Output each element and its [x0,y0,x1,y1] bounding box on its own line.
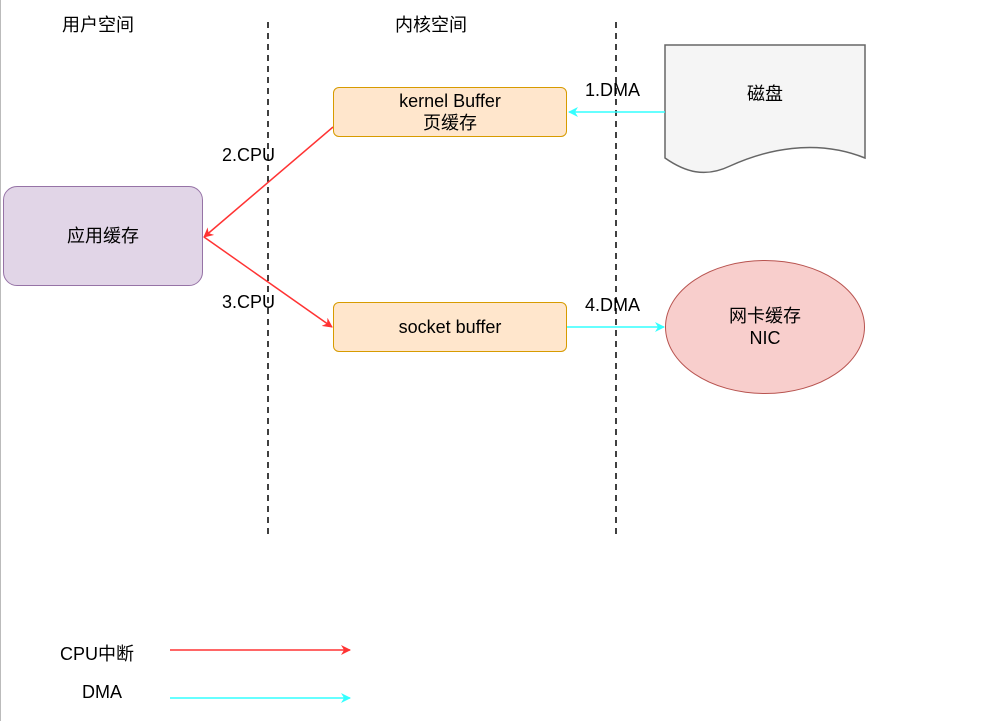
step1-label: 1.DMA [585,80,641,100]
kernel-buffer-node: kernel Buffer 页缓存 [333,87,567,137]
cpu-arrow-app-to-socket [203,236,333,328]
nic-subtitle: NIC [749,328,781,348]
step4-label: 4.DMA [585,295,641,315]
user-space-label: 用户空间 [62,15,134,35]
kernel-buffer-subtitle: 页缓存 [423,113,477,133]
kernel-buffer-title: kernel Buffer [399,91,501,111]
legend-cpu-label: CPU中断 [60,644,135,664]
step2-label: 2.CPU [222,145,276,165]
app-cache-label: 应用缓存 [67,226,139,246]
kernel-space-label: 内核空间 [395,15,467,35]
disk-label: 磁盘 [747,84,783,104]
legend-dma-label: DMA [82,682,122,702]
step3-label: 3.CPU [222,292,276,312]
socket-buffer-node: socket buffer [333,302,567,352]
app-cache-node: 应用缓存 [3,186,203,286]
disk-shape [664,44,866,174]
nic-node: 网卡缓存 NIC [665,260,865,394]
cpu-arrow-kernel-to-app [203,126,334,238]
nic-title: 网卡缓存 [729,306,801,326]
socket-buffer-label: socket buffer [398,317,502,337]
